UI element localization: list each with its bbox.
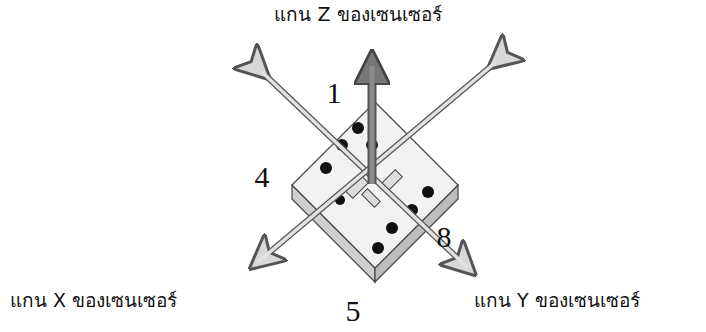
axis-label: แกน X ของเซนเซอร์: [10, 290, 177, 311]
callout-number: 8: [437, 220, 452, 253]
callout-number: 1: [327, 76, 342, 109]
axis-label: แกน Y ของเซนเซอร์: [474, 290, 640, 311]
sensor-axes: [258, 62, 496, 268]
callout-number: 5: [346, 294, 361, 327]
callout-number: 4: [255, 160, 270, 193]
axis-label: แกน Z ของเซนเซอร์: [274, 4, 441, 25]
